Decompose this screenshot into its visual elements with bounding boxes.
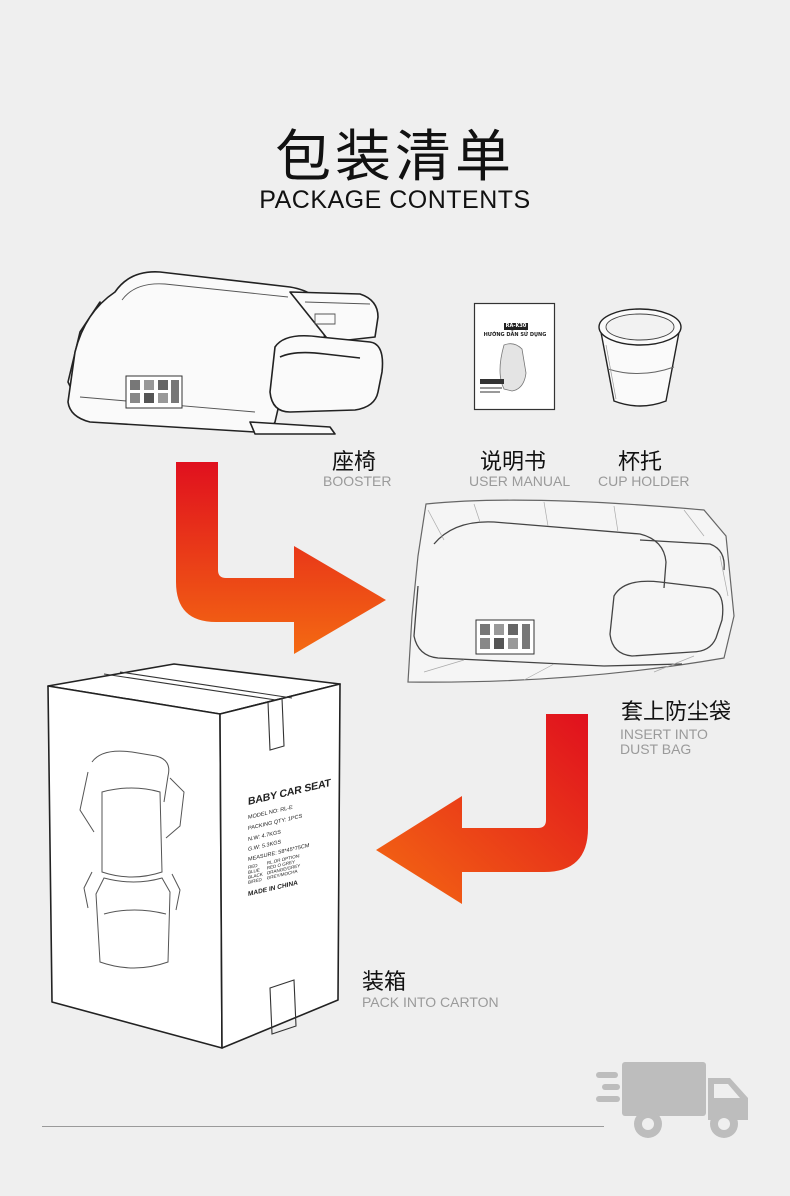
dust-bag-label-cn: 套上防尘袋 [621, 700, 732, 725]
user-manual-illustration [473, 302, 556, 411]
manual-label-cn: 说明书 [480, 450, 547, 475]
carton-label-cn: 装箱 [362, 970, 407, 995]
page-title-en: PACKAGE CONTENTS [259, 186, 531, 214]
carton-box-illustration [47, 663, 341, 1049]
carton-seat-line-art-icon [79, 750, 185, 969]
cup-holder-label-en: CUP HOLDER [598, 473, 690, 489]
manual-label-en: USER MANUAL [469, 473, 571, 489]
dust-bag-logo-badge-icon [475, 619, 535, 655]
manual-cover-title: HƯỚNG DẪN SỬ DỤNG [483, 332, 547, 338]
cup-holder-label-cn: 杯托 [618, 450, 663, 475]
booster-in-dust-bag-illustration [407, 499, 735, 683]
booster-seat-illustration [67, 271, 384, 435]
delivery-truck-icon [596, 1062, 748, 1138]
cup-holder-illustration [598, 308, 682, 407]
manual-cover-model: RA-K30 [505, 323, 527, 329]
carton-label-en: PACK INTO CARTON [362, 994, 499, 1010]
booster-label-en: BOOSTER [323, 473, 392, 489]
booster-logo-badge-icon [125, 375, 183, 409]
arrow-down-right-icon [176, 462, 386, 654]
dust-bag-label-en-line2: DUST BAG [620, 741, 692, 757]
arrow-down-left-icon [376, 714, 588, 904]
booster-label-cn: 座椅 [332, 450, 377, 475]
footer-divider [42, 1126, 604, 1127]
page-title-cn: 包装清单 [275, 125, 515, 190]
dust-bag-label-en-line1: INSERT INTO [620, 726, 708, 742]
